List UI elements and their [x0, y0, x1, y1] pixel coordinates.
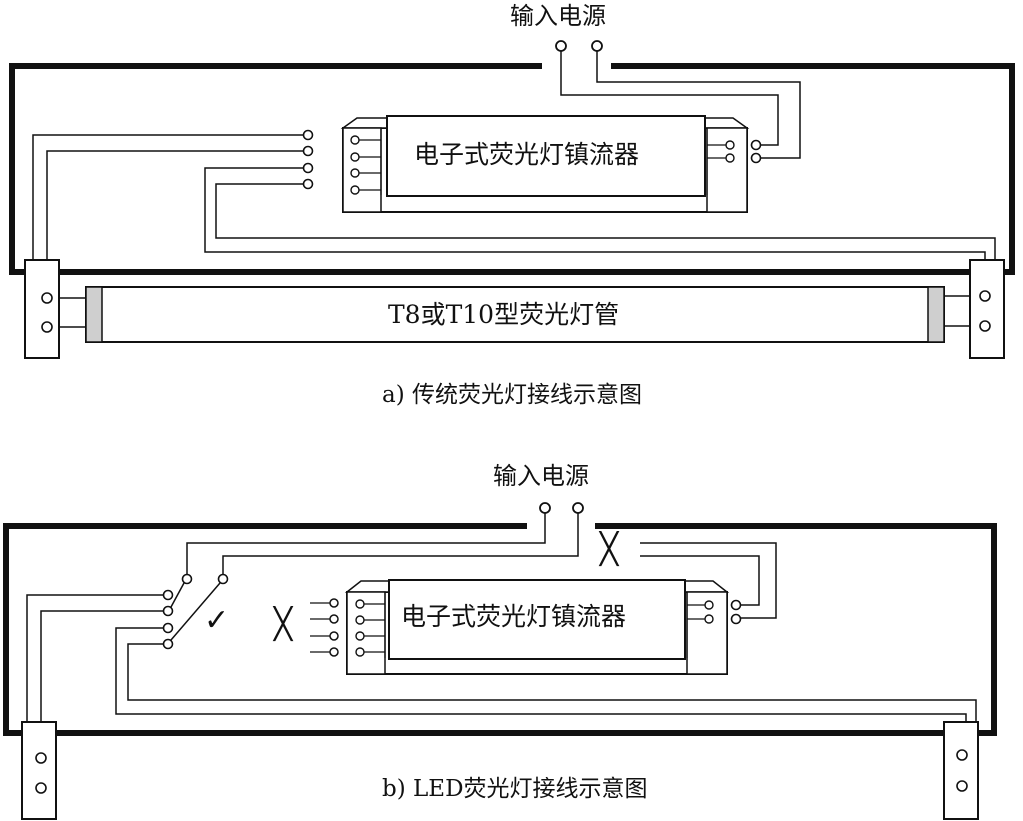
input-terminal-a-left — [555, 40, 567, 52]
fixture-frame-a — [9, 63, 1015, 275]
wire-b-4 — [127, 643, 977, 733]
new-wire-b-1 — [170, 582, 185, 608]
ballast-label-b: 电子式荧光灯镇流器 — [401, 602, 627, 631]
lamp-holder-a-left — [24, 259, 86, 359]
fixture-frame-b — [3, 523, 997, 736]
removed-wire-b-1 — [640, 542, 777, 619]
ballast-a-terminal-l4 — [302, 178, 314, 190]
caption-a: a) 传统荧光灯接线示意图 — [382, 382, 642, 408]
switch-terminal-top-2 — [217, 573, 229, 585]
input-wire-b-2 — [222, 513, 579, 575]
diagram-b — [3, 502, 997, 820]
tube-label: T8或T10型荧光灯管 — [388, 300, 620, 329]
ballast-a-terminal-l1 — [302, 129, 314, 141]
lamp-holder-a-right — [944, 259, 1005, 359]
fluorescent-tube — [85, 286, 945, 343]
cross-mark-ballast: ╳ — [274, 607, 293, 642]
wire-b-2 — [40, 610, 163, 758]
ballast-b-lead-4 — [329, 647, 339, 657]
wire-b-1 — [26, 594, 163, 745]
ballast-b — [344, 579, 730, 675]
ballast-a — [340, 115, 750, 213]
ballast-b-lead-1 — [329, 598, 339, 608]
caption-b: b) LED荧光灯接线示意图 — [382, 776, 648, 802]
ballast-b-terminal-l1 — [162, 589, 174, 601]
cross-mark-input: ╳ — [600, 532, 619, 567]
lamp-holder-b-left — [21, 721, 57, 820]
ballast-b-terminal-r2 — [730, 613, 742, 625]
check-mark: ✓ — [204, 603, 230, 638]
removed-wire-b-2 — [640, 555, 760, 606]
wire-a-4 — [215, 183, 996, 270]
ballast-b-terminal-r1 — [730, 599, 742, 611]
ballast-a-terminal-l2 — [302, 145, 314, 157]
input-wire-b-1 — [186, 513, 546, 575]
ballast-b-lead-3 — [329, 631, 339, 641]
switch-terminal-top-1 — [181, 573, 193, 585]
lamp-holder-b-right — [943, 721, 979, 820]
ballast-label-a: 电子式荧光灯镇流器 — [414, 140, 640, 169]
diagram-a — [9, 40, 1015, 359]
new-wire-b-2 — [170, 582, 221, 641]
ballast-a-terminal-r1 — [750, 139, 762, 151]
input-power-label-a: 输入电源 — [510, 2, 606, 30]
ballast-b-terminal-l3 — [162, 622, 174, 634]
input-wire-a-1 — [560, 51, 779, 146]
input-power-label-b: 输入电源 — [493, 462, 589, 490]
ballast-a-terminal-r2 — [750, 152, 762, 164]
ballast-b-lead-2 — [329, 614, 339, 624]
wire-a-1 — [32, 134, 303, 283]
input-terminal-b-right — [572, 502, 584, 514]
ballast-b-terminal-l2 — [162, 605, 174, 617]
input-terminal-a-right — [591, 40, 603, 52]
input-wire-a-2 — [596, 51, 801, 159]
ballast-a-terminal-l3 — [302, 162, 314, 174]
input-terminal-b-left — [539, 502, 551, 514]
ballast-b-terminal-l4 — [162, 638, 174, 650]
wire-a-2 — [46, 150, 303, 298]
